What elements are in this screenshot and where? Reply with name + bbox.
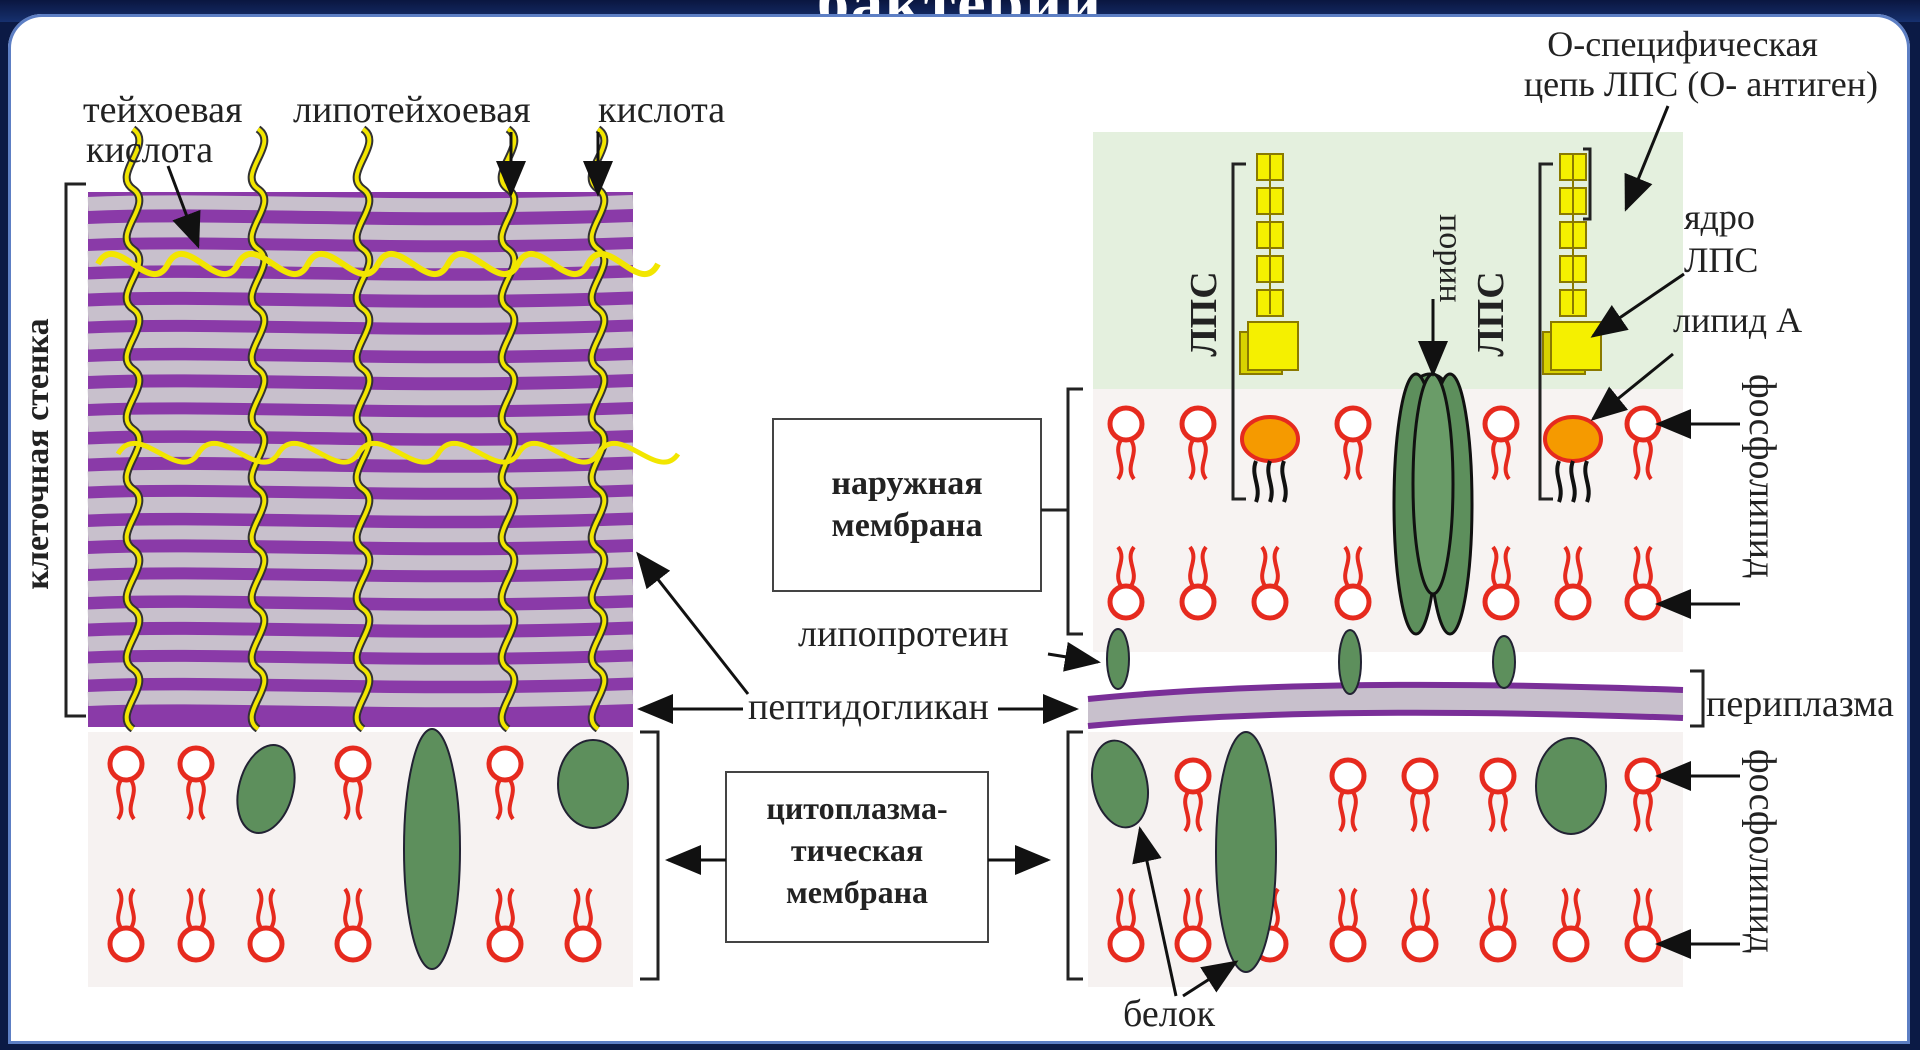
cell-wall-diagram: клеточная стенка тейхоевая кислота липот… [8,14,1910,1044]
gp-membrane-bracket [640,732,658,979]
periplasm-layer [1088,685,1683,726]
lipoprotein [1339,630,1361,694]
lps-core [1551,322,1601,370]
lps-core [1248,322,1298,370]
gram-negative-cytoplasmic-membrane [1084,732,1683,987]
membrane-protein [558,740,628,828]
lps-core-label-1: ядро [1684,197,1755,237]
porin [1394,374,1472,634]
lps-core-label-2: ЛПС [1684,240,1758,280]
gram-positive-cell-wall [88,129,678,729]
phospholipid-label-bottom: фосфолипид [1741,749,1783,953]
o-chain-label-1: О-специфическая [1547,24,1818,64]
o-chain-label-2: цепь ЛПС (О- антиген) [1524,64,1878,104]
peptidoglycan-strand [88,312,633,315]
lps-label: ЛПС [1183,271,1225,356]
peptidoglycan-strand [88,202,633,205]
peptidoglycan-strand [88,560,633,563]
cytoplasmic-membrane-label-2: тическая [791,832,923,868]
cell-wall-bracket [66,184,86,716]
lipoteichoic-label: липотейхоевая [293,89,531,131]
gram-positive-cytoplasmic-membrane [88,729,633,987]
membrane-protein [404,729,460,969]
gn-membrane-bracket [1068,732,1083,979]
peptidoglycan-label: пептидогликан [748,686,989,728]
cytoplasmic-membrane-label-1: цитоплазма- [766,790,947,826]
lps-label: ЛПС [1470,271,1512,356]
protein-label: белок [1123,993,1216,1035]
membrane-protein [1536,738,1606,834]
peptidoglycan-strand [88,615,633,618]
outer-membrane-label-2: мембрана [832,507,983,544]
diagram-panel: клеточная стенка тейхоевая кислота липот… [8,14,1910,1044]
membrane-protein [1216,732,1276,972]
cell-wall-label: клеточная стенка [19,318,56,589]
lipoprotein-label: липопротеин [798,613,1009,655]
phospholipid-label-top: фосфолипид [1741,374,1783,578]
teichoic-acid-label-1: тейхоевая [83,89,242,131]
outer-membrane-bracket [1068,389,1083,634]
teichoic-acid-label-2: кислота [86,129,213,171]
porin-label: порин [1432,214,1469,303]
lipoteichoic-acid-label: кислота [598,89,725,131]
lipoprotein [1493,636,1515,688]
lipoprotein [1107,629,1129,689]
peptidoglycan-arrow-diag [638,554,748,694]
peptidoglycan-strand [88,505,633,508]
outer-membrane-box [773,419,1041,591]
lipoprotein-arrow [1048,654,1098,662]
lipid-a-label: липид А [1673,300,1802,340]
cytoplasmic-membrane-label-3: мембрана [786,874,928,910]
outer-membrane-label-1: наружная [831,465,982,502]
lipid-a [1545,417,1601,461]
lipid-a [1242,417,1298,461]
periplasm-label: периплазма [1706,683,1894,725]
periplasm-bracket [1690,671,1703,726]
gram-negative-outer-membrane [1093,132,1683,652]
